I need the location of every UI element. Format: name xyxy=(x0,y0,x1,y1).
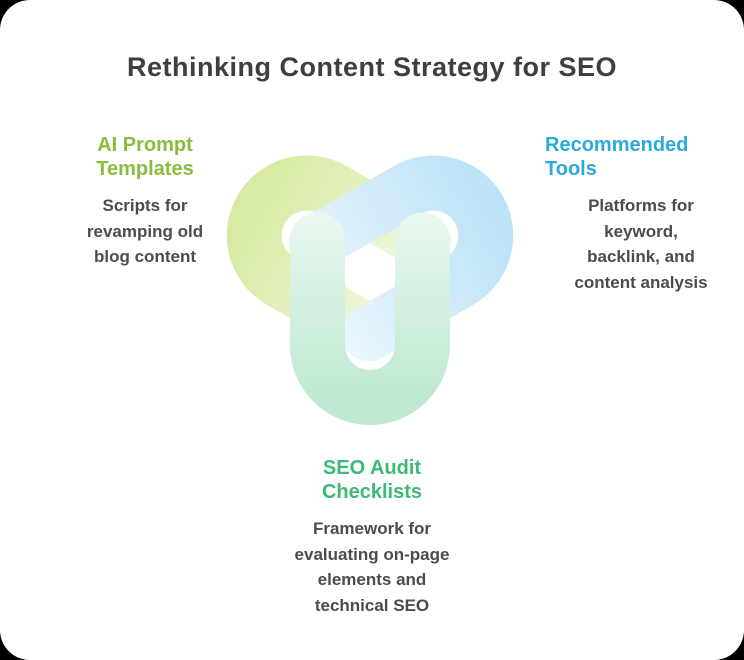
desc-line: Framework for xyxy=(312,519,432,538)
node-ai-prompt-templates-heading: AI Prompt Templates xyxy=(38,133,252,181)
desc-line: elements and xyxy=(317,570,427,589)
heading-line: Checklists xyxy=(321,481,423,503)
knot-arm-blue xyxy=(288,155,514,361)
node-ai-prompt-templates: AI Prompt Templates Scripts for revampin… xyxy=(38,133,252,270)
node-recommended-tools: Recommended Tools Platforms for keyword,… xyxy=(545,133,744,295)
knot-arm-teal xyxy=(290,212,450,425)
heading-line: Recommended xyxy=(545,134,689,156)
knot-arm-green xyxy=(226,155,452,361)
heading-line: Templates xyxy=(96,158,194,180)
desc-line: evaluating on-page xyxy=(294,544,450,564)
node-recommended-tools-heading: Recommended Tools xyxy=(545,133,744,181)
heading-line: AI Prompt xyxy=(97,134,193,156)
node-ai-prompt-templates-description: Scripts for revamping old blog content xyxy=(38,193,252,270)
node-seo-audit-checklists: SEO Audit Checklists Framework for evalu… xyxy=(258,456,486,618)
desc-line: Scripts for xyxy=(102,196,188,215)
node-seo-audit-checklists-heading: SEO Audit Checklists xyxy=(258,456,486,504)
desc-line: Platforms for xyxy=(588,196,694,215)
desc-line: content analysis xyxy=(574,272,708,292)
desc-line: revamping old xyxy=(86,221,204,241)
heading-line: Tools xyxy=(545,158,597,180)
desc-line: keyword, xyxy=(604,221,678,241)
node-recommended-tools-description: Platforms for keyword, backlink, and con… xyxy=(545,193,737,295)
heading-line: SEO Audit xyxy=(322,457,422,479)
desc-line: technical SEO xyxy=(314,595,430,615)
page-title: Rethinking Content Strategy for SEO xyxy=(126,52,618,82)
desc-line: blog content xyxy=(94,247,196,266)
node-seo-audit-checklists-description: Framework for evaluating on-page element… xyxy=(258,516,486,618)
desc-line: backlink, and xyxy=(587,247,695,266)
